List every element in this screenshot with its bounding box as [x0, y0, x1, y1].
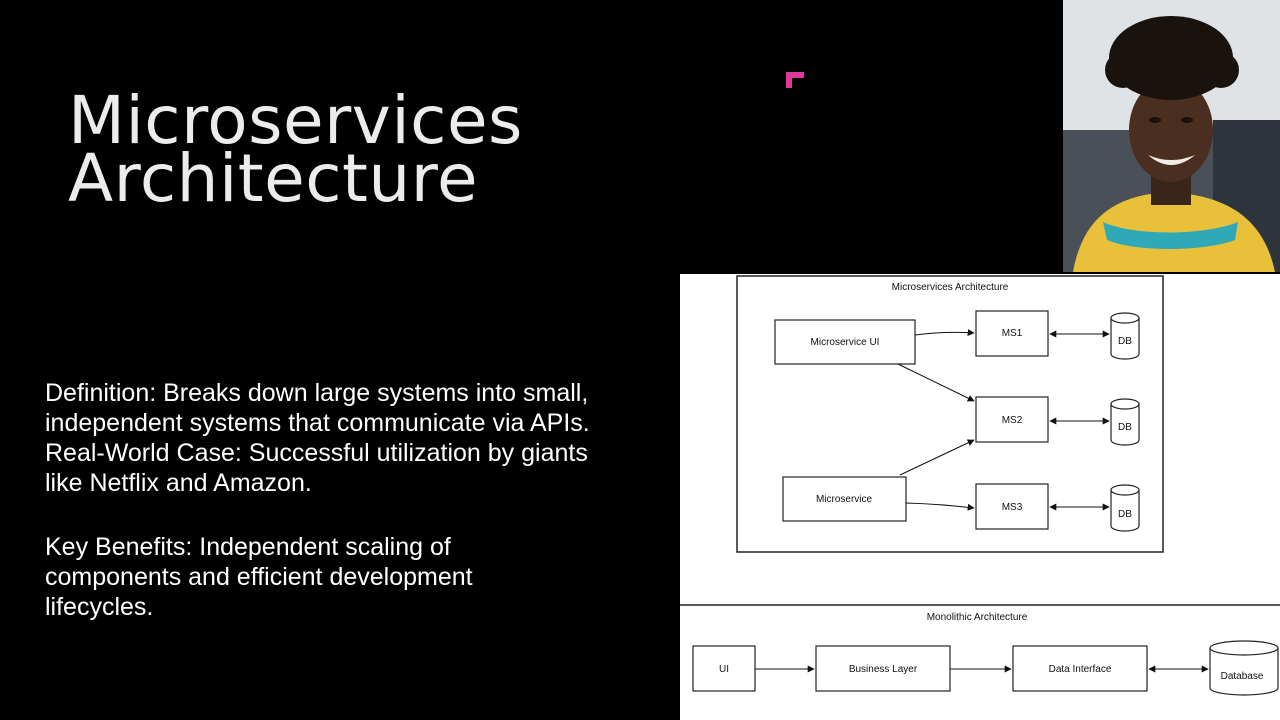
presenter-video-frame: [1063, 0, 1280, 272]
db2-cylinder: [1110, 398, 1140, 446]
ms1-label: MS1: [1002, 328, 1023, 339]
database-cylinder: [1209, 640, 1279, 696]
ms3-node: [975, 483, 1049, 530]
ms3-label: MS3: [1002, 502, 1023, 513]
business-layer-node: [815, 645, 951, 692]
ms1-node: [975, 310, 1049, 357]
microservice-ui-node: [774, 319, 916, 365]
definition-line: independent systems that communicate via…: [45, 409, 590, 437]
presenter-webcam: [1063, 0, 1280, 272]
db1-cylinder: [1110, 312, 1140, 360]
microservice-ui-label: Microservice UI: [811, 337, 880, 348]
benefits-line: Key Benefits: Independent scaling of: [45, 533, 451, 561]
definition-paragraph: Definition: Breaks down large systems in…: [45, 378, 675, 498]
architecture-diagram: Microservices Architecture Microservice …: [680, 275, 1280, 696]
arrow-ui-to-ms1: [914, 329, 975, 337]
business-layer-label: Business Layer: [849, 664, 918, 675]
accent-corner-mark: [786, 72, 804, 88]
ms2-node: [975, 396, 1049, 443]
db3-label: DB: [1118, 509, 1132, 520]
slide-title-line-1: Microservices: [68, 82, 523, 159]
microservice-label: Microservice: [816, 494, 873, 505]
benefits-line: components and efficient development: [45, 563, 473, 591]
db3-cylinder: [1110, 484, 1140, 532]
arrow-service-to-ms2: [899, 439, 975, 476]
slide-title-line-2: Architecture: [68, 140, 479, 217]
definition-line: like Netflix and Amazon.: [45, 469, 312, 497]
ms2-label: MS2: [1002, 415, 1023, 426]
db2-label: DB: [1118, 422, 1132, 433]
arrow-service-to-ms3: [905, 502, 975, 511]
monolithic-caption: Monolithic Architecture: [927, 612, 1028, 623]
microservices-caption: Microservices Architecture: [892, 282, 1009, 293]
microservices-frame: [736, 275, 1164, 553]
key-benefits-paragraph: Key Benefits: Independent scaling of com…: [45, 532, 565, 622]
benefits-line: lifecycles.: [45, 593, 154, 621]
arrow-ui-to-ms2: [897, 363, 975, 402]
data-interface-node: [1012, 645, 1148, 692]
microservice-node: [782, 476, 907, 522]
mono-ui-label: UI: [719, 664, 729, 675]
data-interface-label: Data Interface: [1049, 664, 1112, 675]
database-label: Database: [1221, 671, 1264, 682]
definition-line: Definition: Breaks down large systems in…: [45, 379, 589, 407]
slide-title: Microservices Architecture: [68, 82, 708, 217]
architecture-diagram-panel: Microservices Architecture Microservice …: [680, 274, 1280, 720]
definition-line: Real-World Case: Successful utilization …: [45, 439, 588, 467]
db1-label: DB: [1118, 336, 1132, 347]
